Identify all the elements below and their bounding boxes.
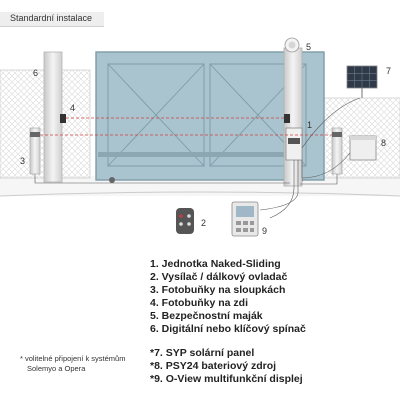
remote-control <box>176 208 194 234</box>
callout-7: 7 <box>386 66 391 76</box>
wall-photocells <box>60 114 290 123</box>
installation-diagram: 6 4 3 5 1 7 8 2 9 <box>0 37 400 237</box>
callout-3: 3 <box>20 156 25 166</box>
callout-4: 4 <box>70 103 75 113</box>
oview-display <box>231 201 259 237</box>
callout-5: 5 <box>306 42 311 52</box>
legend-item-2: 2. Vysílač / dálkový ovladač <box>150 271 288 283</box>
section-tab: Standardní instalace <box>0 12 104 27</box>
legend-item-4: 4. Fotobuňky na zdi <box>150 297 249 309</box>
callout-2: 2 <box>201 218 206 228</box>
callout-9: 9 <box>262 226 267 236</box>
legend-optional-item-7: *7. SYP solární panel <box>150 347 255 359</box>
legend-item-5: 5. Bezpečnostní maják <box>150 310 263 322</box>
legend-optional-item-8: *8. PSY24 bateriový zdroj <box>150 360 277 372</box>
optional-note-line-1: * volitelné připojení k systémům <box>20 354 126 363</box>
optional-note-line-2: Solemyo a Opera <box>27 364 86 373</box>
callout-1: 1 <box>307 120 312 130</box>
section-title: Standardní instalace <box>10 13 93 23</box>
wiring <box>34 97 361 219</box>
motor-unit <box>285 127 303 161</box>
optional-note: * volitelné připojení k systémům Solemyo… <box>20 354 145 374</box>
warning-light <box>284 37 300 53</box>
legend-item-6: 6. Digitální nebo klíčový spínač <box>150 323 306 335</box>
legend-list: 1. Jednotka Naked-Sliding 2. Vysílač / d… <box>150 258 390 336</box>
callout-8: 8 <box>381 138 386 148</box>
legend-optional-list: *7. SYP solární panel *8. PSY24 bateriov… <box>150 347 390 386</box>
solar-panel <box>346 65 378 98</box>
battery-box <box>349 135 377 161</box>
legend-optional-item-9: *9. O-View multifunkční displej <box>150 373 303 385</box>
wall-pillar-left <box>43 51 63 183</box>
legend-item-1: 1. Jednotka Naked-Sliding <box>150 258 281 270</box>
callout-6: 6 <box>33 68 38 78</box>
legend-item-3: 3. Fotobuňky na sloupkách <box>150 284 286 296</box>
